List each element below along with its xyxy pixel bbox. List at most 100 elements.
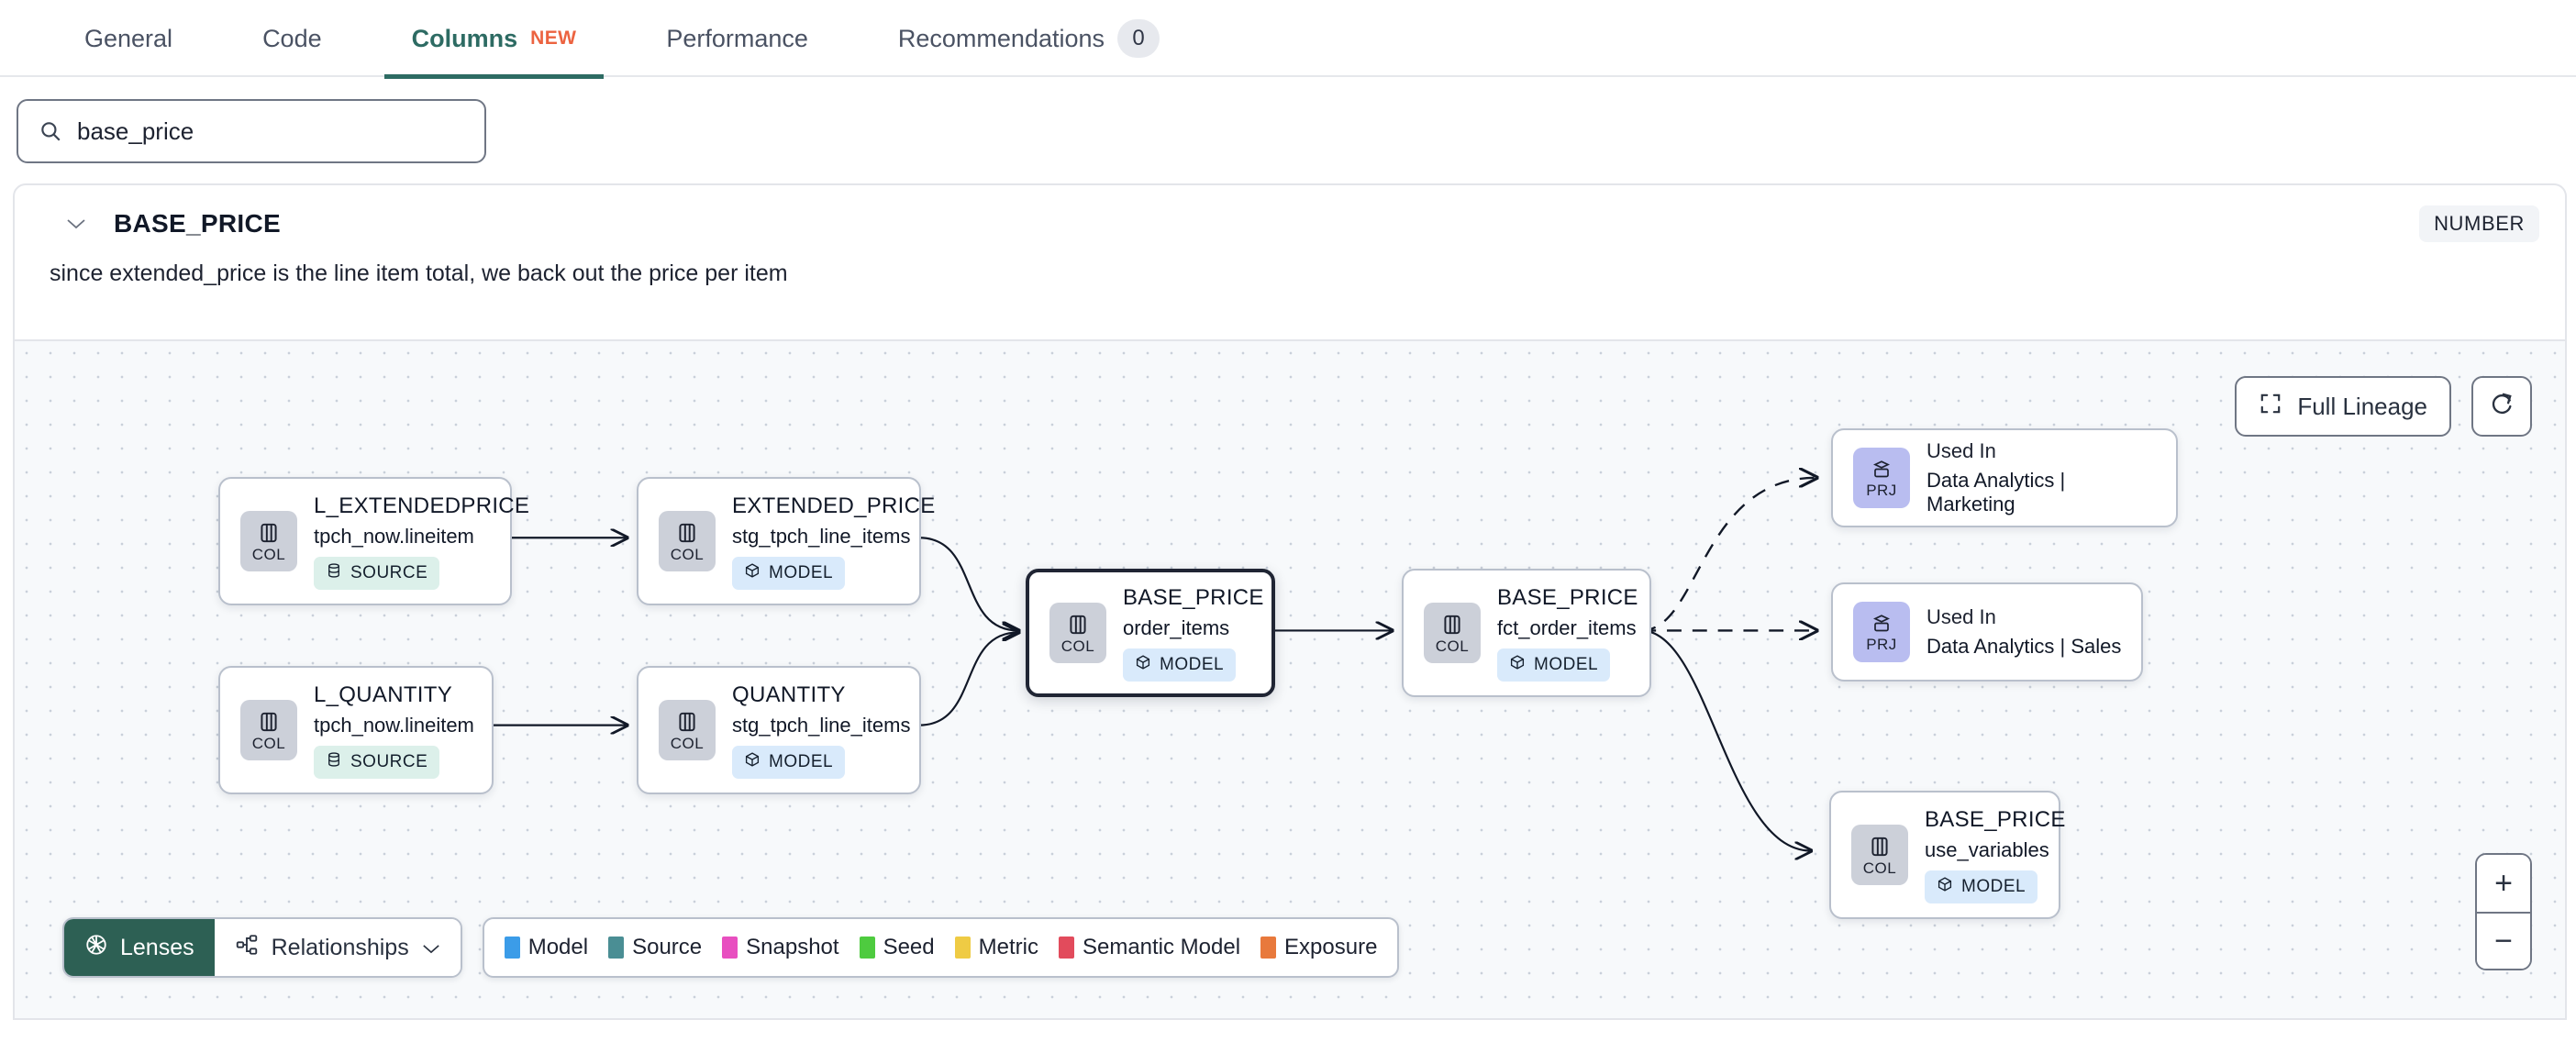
legend-label: Model (527, 935, 589, 959)
col-kind-badge: COL (1049, 603, 1106, 663)
legend-item-snapshot[interactable]: Snapshot (722, 935, 839, 960)
full-lineage-button[interactable]: Full Lineage (2235, 376, 2451, 437)
node-body: Used In Data Analytics | Sales (1926, 605, 2139, 659)
node-sub: fct_order_items (1497, 615, 1637, 639)
aperture-icon (84, 933, 108, 963)
node-sub: stg_tpch_line_items (732, 713, 911, 737)
legend-label: Semantic Model (1082, 935, 1241, 959)
database-icon (326, 562, 342, 584)
legend-item-seed[interactable]: Seed (859, 935, 935, 960)
tab-columns[interactable]: Columns NEW (383, 0, 605, 79)
legend-item-metric[interactable]: Metric (954, 935, 1038, 960)
lineage-node-project-marketing[interactable]: PRJ Used In Data Analytics | Marketing (1831, 428, 2178, 527)
tag-label: SOURCE (350, 751, 428, 771)
lineage-node-base-price-order-items[interactable]: COL BASE_PRICE order_items MODEL (1026, 569, 1275, 697)
legend-swatch (859, 937, 875, 959)
legend-item-semantic-model[interactable]: Semantic Model (1058, 935, 1241, 960)
cube-icon (1509, 654, 1526, 676)
node-type-tag: SOURCE (314, 745, 440, 779)
tab-label: General (84, 24, 173, 52)
node-body: QUANTITY stg_tpch_line_items MODEL (732, 682, 928, 779)
node-body: BASE_PRICE use_variables MODEL (1925, 807, 2084, 903)
tab-recommendations[interactable]: Recommendations 0 (871, 0, 1187, 77)
columns-icon (1070, 615, 1086, 634)
legend-item-exposure[interactable]: Exposure (1260, 935, 1377, 960)
lineage-node-l-extendedprice[interactable]: COL L_EXTENDEDPRICE tpch_now.lineitem SO… (218, 477, 529, 605)
node-name: QUANTITY (732, 682, 846, 707)
legend-item-model[interactable]: Model (504, 935, 589, 960)
node-name: L_EXTENDEDPRICE (314, 493, 530, 518)
page-title: BASE_PRICE (114, 209, 281, 238)
tab-label: Performance (666, 24, 808, 52)
lineage-edges (486, 341, 2565, 1018)
node-type-tag: MODEL (732, 556, 846, 590)
col-kind-badge: COL (659, 700, 716, 760)
lineage-node-base-price-fct-order-items[interactable]: COL BASE_PRICE fct_order_items MODEL (1402, 569, 1651, 697)
node-name: BASE_PRICE (1925, 806, 2066, 832)
zoom-out-button[interactable]: − (2477, 912, 2530, 969)
node-name: L_QUANTITY (314, 682, 453, 707)
node-body: EXTENDED_PRICE stg_tpch_line_items MODEL (732, 493, 954, 590)
database-icon (326, 751, 342, 773)
kind-label: COL (670, 734, 705, 752)
node-type-tag: SOURCE (314, 556, 440, 590)
zoom-in-button[interactable]: + (2477, 855, 2530, 912)
lineage-node-extended-price[interactable]: COL EXTENDED_PRICE stg_tpch_line_items M… (637, 477, 935, 605)
refresh-button[interactable] (2471, 376, 2532, 437)
node-body: L_QUANTITY tpch_now.lineitem SOURCE (314, 682, 493, 779)
lineage-node-base-price-use-variables[interactable]: COL BASE_PRICE use_variables MODEL (1829, 791, 2065, 919)
kind-label: COL (1435, 637, 1470, 655)
node-graph-icon (235, 933, 259, 963)
legend-label: Seed (883, 935, 935, 959)
node-sub: tpch_now.lineitem (314, 524, 474, 548)
project-stack-icon (1873, 460, 1890, 477)
tab-label: Code (262, 24, 322, 52)
new-badge: NEW (530, 28, 577, 49)
tab-general[interactable]: General (57, 0, 200, 77)
lenses-relationships-group: Lenses Relationships (62, 917, 462, 978)
search-value: base_price (77, 116, 194, 145)
node-sub: order_items (1123, 615, 1230, 639)
legend-label: Source (632, 935, 703, 959)
chevron-down-icon[interactable] (64, 212, 88, 236)
lineage-canvas[interactable]: COL L_EXTENDEDPRICE tpch_now.lineitem SO… (15, 339, 2565, 1018)
lineage-node-quantity[interactable]: COL QUANTITY stg_tpch_line_items MODEL (637, 666, 921, 794)
column-type-badge: NUMBER (2419, 205, 2539, 242)
legend-swatch (1260, 937, 1277, 959)
tab-performance[interactable]: Performance (638, 0, 836, 77)
node-type-tag: MODEL (1123, 648, 1237, 682)
col-kind-badge: COL (1851, 825, 1908, 885)
legend-label: Snapshot (746, 935, 839, 959)
tab-code[interactable]: Code (235, 0, 350, 77)
recommendations-count-badge: 0 (1117, 19, 1160, 58)
tag-label: MODEL (1160, 654, 1225, 674)
refresh-icon (2489, 391, 2515, 423)
tab-label: Recommendations (897, 24, 1105, 52)
legend-label: Exposure (1284, 935, 1378, 959)
prj-kind-badge: PRJ (1853, 448, 1910, 508)
node-name: BASE_PRICE (1497, 584, 1638, 610)
lenses-button[interactable]: Lenses (64, 919, 215, 976)
tag-label: MODEL (1534, 654, 1599, 674)
prj-kind-badge: PRJ (1853, 602, 1910, 662)
legend-item-source[interactable]: Source (608, 935, 702, 960)
node-name: EXTENDED_PRICE (732, 493, 936, 518)
kind-label: PRJ (1866, 635, 1897, 653)
search-input[interactable]: base_price (17, 99, 486, 163)
column-header: BASE_PRICE NUMBER (15, 185, 2565, 242)
search-area: base_price (0, 77, 2576, 183)
cube-icon (1135, 654, 1151, 676)
lineage-node-l-quantity[interactable]: COL L_QUANTITY tpch_now.lineitem SOURCE (218, 666, 494, 794)
columns-icon (1871, 837, 1888, 856)
node-type-tag: MODEL (732, 745, 846, 779)
kind-label: COL (1862, 859, 1897, 877)
relationships-dropdown[interactable]: Relationships (214, 919, 461, 976)
kind-label: COL (1060, 637, 1095, 655)
columns-icon (679, 712, 695, 731)
legend-swatch (954, 937, 971, 959)
node-body: Used In Data Analytics | Marketing (1926, 439, 2176, 516)
cube-icon (744, 751, 761, 773)
col-kind-badge: COL (240, 700, 297, 760)
lineage-node-project-sales[interactable]: PRJ Used In Data Analytics | Sales (1831, 582, 2143, 682)
col-kind-badge: COL (1424, 603, 1481, 663)
